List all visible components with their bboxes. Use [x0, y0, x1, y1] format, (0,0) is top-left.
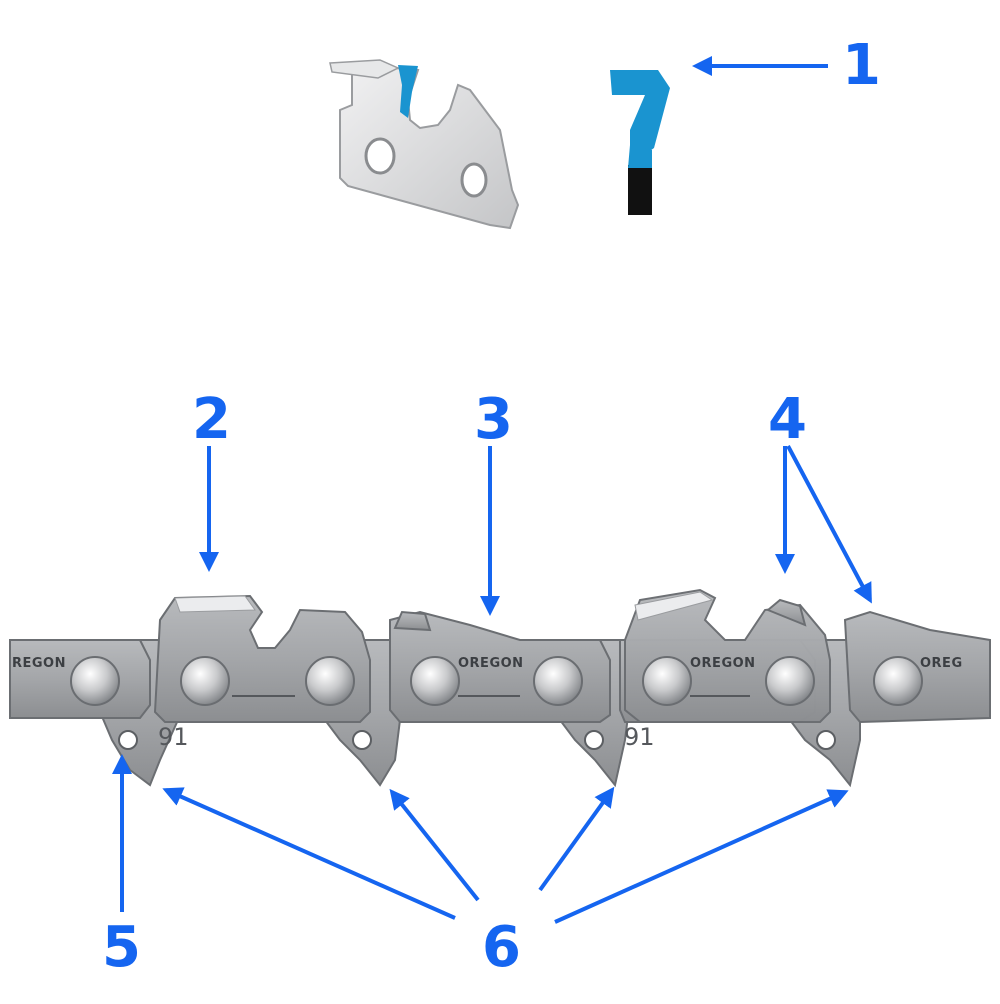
arrow-4b [786, 445, 872, 604]
cutter-link-icon [329, 59, 520, 230]
arrow-6d [554, 789, 849, 924]
rivets [70, 656, 923, 706]
brand-label-right: OREG [920, 656, 963, 671]
gauge-stamp: 91 [624, 723, 655, 751]
brand-label: OREGON [690, 656, 756, 671]
saw-chain-icon: REGON OREGON OREGON OREG 91 91 [9, 588, 991, 788]
drive-link-holes [118, 730, 836, 750]
callout-2: 2 [192, 387, 231, 452]
gauge-stamp: 91 [158, 723, 189, 751]
callout-arrows [112, 56, 872, 924]
arrow-6a [162, 787, 456, 920]
cutter-tooth-profile-icon [610, 70, 670, 215]
callout-6: 6 [482, 915, 521, 980]
brand-label-left: REGON [12, 656, 66, 671]
callout-1: 1 [842, 33, 881, 98]
arrow-6c [538, 786, 615, 892]
arrow-6b [389, 788, 480, 902]
callout-3: 3 [474, 387, 513, 452]
callout-5: 5 [102, 915, 141, 980]
brand-label: OREGON [458, 656, 524, 671]
callout-4: 4 [768, 387, 807, 452]
depth-gauges [393, 598, 807, 632]
